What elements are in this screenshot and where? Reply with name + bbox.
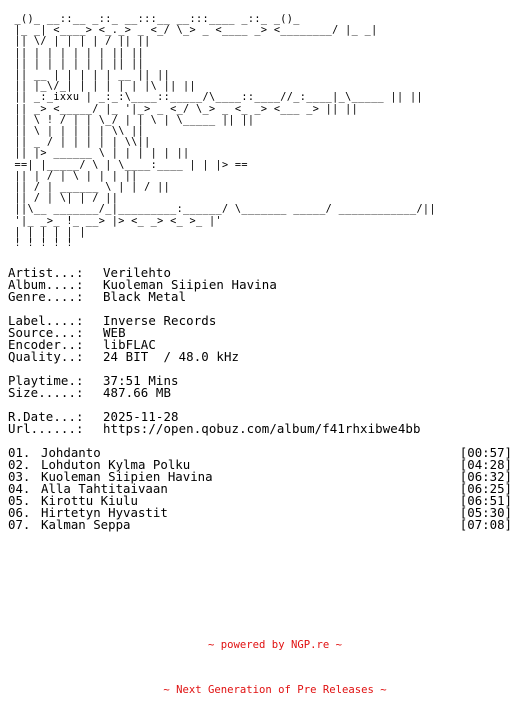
track-row: 05. Kirottu Kiulu [06:51] xyxy=(8,495,512,507)
track-duration: [06:25] xyxy=(459,481,512,497)
info-value: Verilehto xyxy=(103,265,172,281)
info-label: Url......: xyxy=(8,421,84,437)
track-title: Kuoleman Siipien Havina xyxy=(41,469,213,485)
tracklist: 01. Johdanto [00:57] 02. Lohduton Kylma … xyxy=(8,447,512,531)
ascii-art-logo: _()_ __::__ _::_ __:::__ __:::____ _::_ … xyxy=(14,14,436,250)
track-title: Lohduton Kylma Polku xyxy=(41,457,191,473)
info-row-source: Source...: WEB xyxy=(8,327,512,339)
info-value: Black Metal xyxy=(103,289,187,305)
nfo-document: _()_ __::__ _::_ __:::__ __:::____ _::_ … xyxy=(8,14,512,531)
info-label: Quality..: xyxy=(8,349,84,365)
info-value: WEB xyxy=(103,325,126,341)
info-row-artist: Artist...: Verilehto xyxy=(8,267,512,279)
info-row-encoder: Encoder..: libFLAC xyxy=(8,339,512,351)
info-row-genre: Genre....: Black Metal xyxy=(8,291,512,303)
info-row-rdate: R.Date...: 2025-11-28 xyxy=(8,411,512,423)
footer-tagline: ~ Next Generation of Pre Releases ~ xyxy=(163,684,387,696)
info-label: Genre....: xyxy=(8,289,84,305)
info-url: https://open.qobuz.com/album/f41rhxibwe4… xyxy=(103,421,421,437)
info-value: Inverse Records xyxy=(103,313,217,329)
track-duration: [06:32] xyxy=(459,469,512,485)
track-row: 06. Hirtetyn Hyvastit [05:30] xyxy=(8,507,512,519)
info-label: Label....: xyxy=(8,313,84,329)
track-title: Kirottu Kiulu xyxy=(41,493,138,509)
info-label: Encoder..: xyxy=(8,337,84,353)
track-number: 04. xyxy=(8,481,31,497)
track-number: 02. xyxy=(8,457,31,473)
info-value: 2025-11-28 xyxy=(103,409,179,425)
track-title: Alla Tahtitaivaan xyxy=(41,481,168,497)
track-number: 05. xyxy=(8,493,31,509)
track-duration: [07:08] xyxy=(459,517,512,533)
track-duration: [05:30] xyxy=(459,505,512,521)
footer-powered-by: ~ powered by NGP.re ~ xyxy=(208,639,342,651)
track-title: Kalman Seppa xyxy=(41,517,131,533)
info-label: Playtime.: xyxy=(8,373,84,389)
track-row: 03. Kuoleman Siipien Havina [06:32] xyxy=(8,471,512,483)
info-row-playtime: Playtime.: 37:51 Mins xyxy=(8,375,512,387)
info-row-url: Url......: https://open.qobuz.com/album/… xyxy=(8,423,512,435)
track-duration: [06:51] xyxy=(459,493,512,509)
info-row-quality: Quality..: 24 BIT / 48.0 kHz xyxy=(8,351,512,363)
info-row-label: Label....: Inverse Records xyxy=(8,315,512,327)
info-label: R.Date...: xyxy=(8,409,84,425)
track-number: 03. xyxy=(8,469,31,485)
info-value: 37:51 Mins xyxy=(103,373,179,389)
info-label: Album....: xyxy=(8,277,84,293)
info-row-size: Size.....: 487.66 MB xyxy=(8,387,512,399)
track-number: 01. xyxy=(8,445,31,461)
track-row: 04. Alla Tahtitaivaan [06:25] xyxy=(8,483,512,495)
info-label: Source...: xyxy=(8,325,84,341)
track-title: Hirtetyn Hyvastit xyxy=(41,505,168,521)
track-title: Johdanto xyxy=(41,445,101,461)
info-row-album: Album....: Kuoleman Siipien Havina xyxy=(8,279,512,291)
info-label: Artist...: xyxy=(8,265,84,281)
info-value: 487.66 MB xyxy=(103,385,172,401)
release-info: Artist...: Verilehto Album....: Kuoleman… xyxy=(8,267,512,435)
track-duration: [00:57] xyxy=(459,445,512,461)
track-row: 01. Johdanto [00:57] xyxy=(8,447,512,459)
track-row: 07. Kalman Seppa [07:08] xyxy=(8,519,512,531)
track-row: 02. Lohduton Kylma Polku [04:28] xyxy=(8,459,512,471)
footer: ~ powered by NGP.re ~ ~ Next Generation … xyxy=(0,608,520,713)
info-value: Kuoleman Siipien Havina xyxy=(103,277,277,293)
info-value: 24 BIT / 48.0 kHz xyxy=(103,349,240,365)
track-number: 06. xyxy=(8,505,31,521)
track-duration: [04:28] xyxy=(459,457,512,473)
info-value: libFLAC xyxy=(103,337,156,353)
track-number: 07. xyxy=(8,517,31,533)
info-label: Size.....: xyxy=(8,385,84,401)
